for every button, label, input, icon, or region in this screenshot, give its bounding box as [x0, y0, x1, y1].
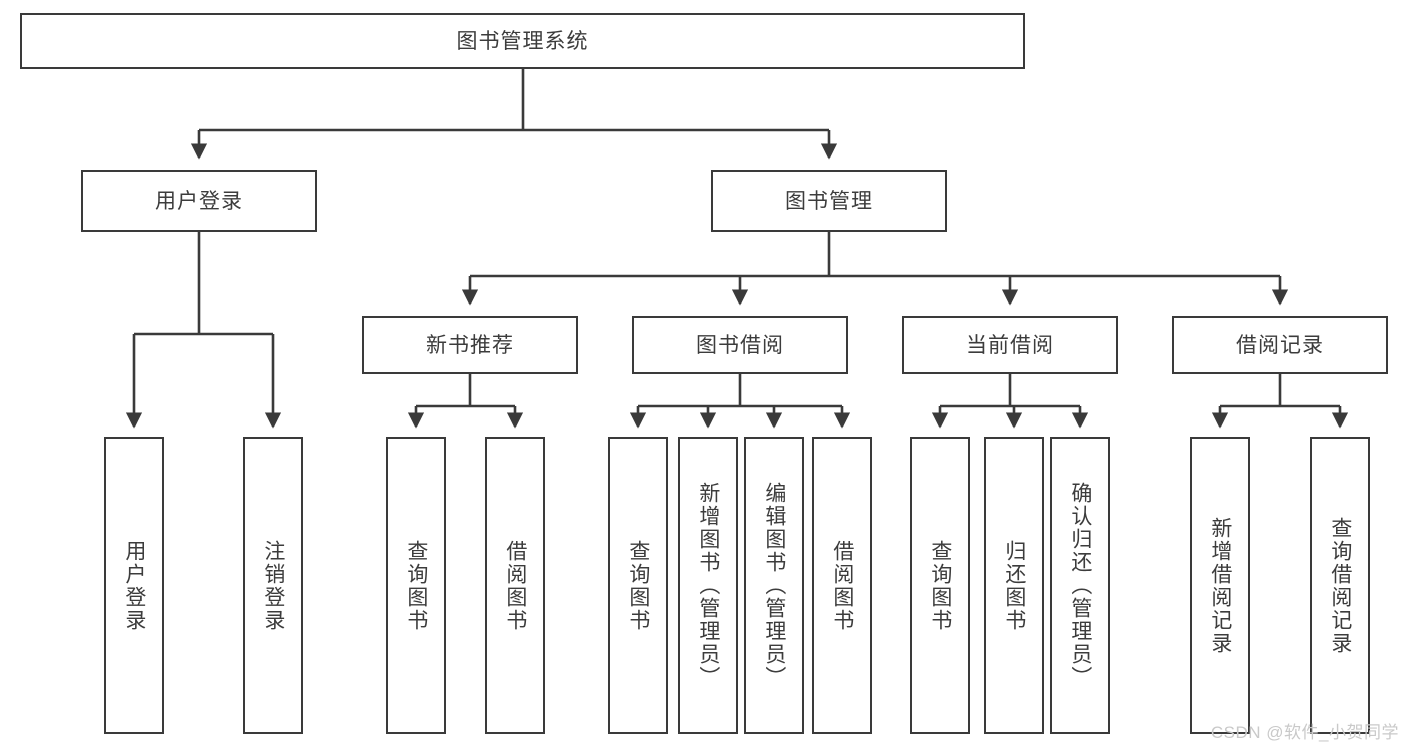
node-root[interactable]: 图书管理系统: [20, 13, 1025, 69]
leaf-query-book-2-label: 查询图书: [626, 539, 650, 632]
node-book-manage[interactable]: 图书管理: [711, 170, 947, 232]
node-book-borrow-label: 图书借阅: [696, 333, 784, 357]
leaf-add-record-label: 新增借阅记录: [1208, 516, 1232, 655]
leaf-borrow-book-1[interactable]: 借阅图书: [485, 437, 545, 734]
leaf-borrow-book-2[interactable]: 借阅图书: [812, 437, 872, 734]
node-book-manage-label: 图书管理: [785, 189, 873, 213]
node-current-borrow[interactable]: 当前借阅: [902, 316, 1118, 374]
node-current-borrow-label: 当前借阅: [966, 333, 1054, 357]
leaf-user-login-label: 用户登录: [122, 539, 146, 632]
leaf-confirm-return[interactable]: 确认归还（管理员）: [1050, 437, 1110, 734]
leaf-return-book-label: 归还图书: [1002, 539, 1026, 632]
node-new-book-recommend-label: 新书推荐: [426, 333, 514, 357]
leaf-add-book[interactable]: 新增图书（管理员）: [678, 437, 738, 734]
leaf-add-book-label: 新增图书（管理员）: [696, 482, 720, 689]
leaf-logout-label: 注销登录: [261, 539, 285, 632]
leaf-query-book-3[interactable]: 查询图书: [910, 437, 970, 734]
node-borrow-record-label: 借阅记录: [1236, 333, 1324, 357]
leaf-confirm-return-label: 确认归还（管理员）: [1068, 482, 1092, 689]
node-root-label: 图书管理系统: [456, 29, 589, 53]
leaf-query-record-label: 查询借阅记录: [1328, 516, 1352, 655]
leaf-query-book-1-label: 查询图书: [404, 539, 428, 632]
leaf-query-record[interactable]: 查询借阅记录: [1310, 437, 1370, 734]
leaf-logout[interactable]: 注销登录: [243, 437, 303, 734]
leaf-user-login[interactable]: 用户登录: [104, 437, 164, 734]
leaf-query-book-3-label: 查询图书: [928, 539, 952, 632]
csdn-watermark: CSDN @软件_小贺同学: [1210, 723, 1399, 742]
node-new-book-recommend[interactable]: 新书推荐: [362, 316, 578, 374]
leaf-borrow-book-2-label: 借阅图书: [830, 539, 854, 632]
leaf-query-book-2[interactable]: 查询图书: [608, 437, 668, 734]
node-user-login[interactable]: 用户登录: [81, 170, 317, 232]
leaf-add-record[interactable]: 新增借阅记录: [1190, 437, 1250, 734]
leaf-borrow-book-1-label: 借阅图书: [503, 539, 527, 632]
node-book-borrow[interactable]: 图书借阅: [632, 316, 848, 374]
leaf-return-book[interactable]: 归还图书: [984, 437, 1044, 734]
leaf-query-book-1[interactable]: 查询图书: [386, 437, 446, 734]
leaf-edit-book[interactable]: 编辑图书（管理员）: [744, 437, 804, 734]
node-user-login-label: 用户登录: [155, 189, 243, 213]
node-borrow-record[interactable]: 借阅记录: [1172, 316, 1388, 374]
leaf-edit-book-label: 编辑图书（管理员）: [762, 482, 786, 689]
